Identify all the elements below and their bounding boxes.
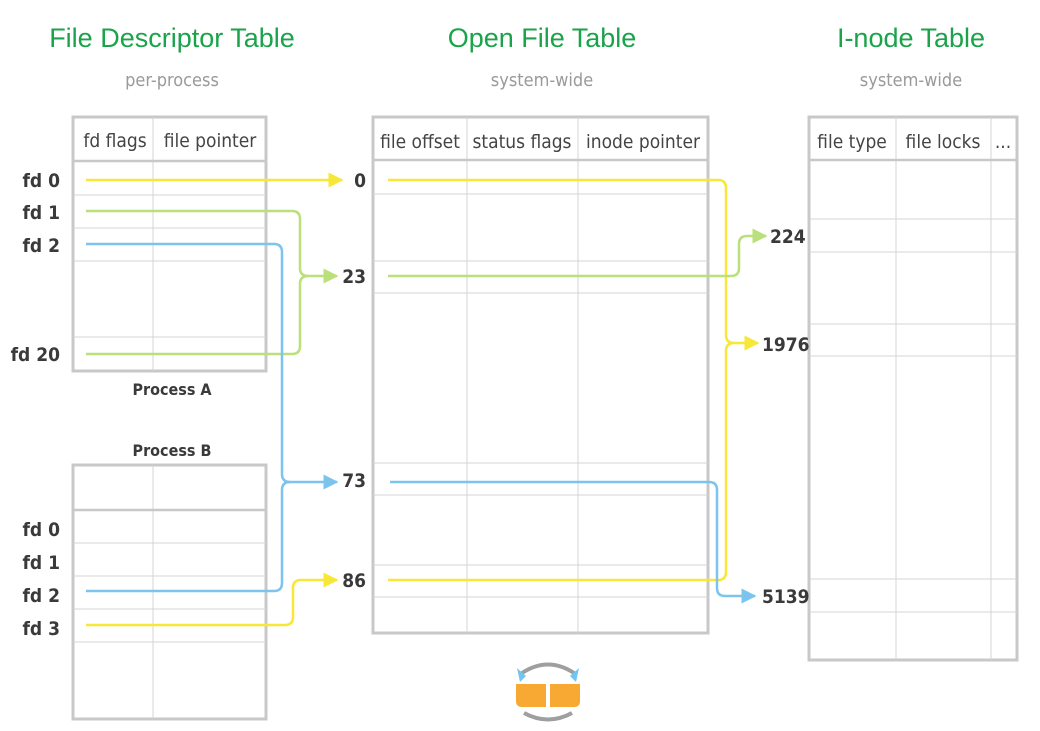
arrow-73-to-5139 (390, 480, 757, 604)
open-file-table-title: Open File Table (448, 23, 637, 53)
open-file-col-file-offset: file offset (380, 131, 460, 153)
inode-col-file-locks: file locks (906, 131, 981, 153)
process-a-fd-label: fd 2 (22, 235, 60, 257)
inode-col-more: ... (995, 131, 1011, 153)
fd-table-title: File Descriptor Table (49, 23, 295, 53)
arrow-86-to-1976 (388, 341, 735, 582)
inode-entry-label: 224 (770, 226, 806, 248)
open-file-entry-label: 23 (342, 266, 366, 288)
process-b-fd-label: fd 3 (22, 618, 60, 640)
open-file-entry-label: 73 (342, 470, 366, 492)
arrow-a-fd20-to-23 (86, 274, 309, 356)
fbi-logo-icon (516, 662, 580, 722)
open-file-entry-label: 0 (354, 170, 366, 192)
process-a-col-file-pointer: file pointer (164, 130, 258, 152)
process-a-col-fd-flags: fd flags (83, 130, 146, 152)
open-file-table: file offset status flags inode pointer (371, 115, 710, 635)
process-a-fd-label: fd 0 (22, 170, 60, 192)
inode-table: file type file locks ... (807, 115, 1019, 662)
process-b-fd-label: fd 0 (22, 519, 60, 541)
process-b-label: Process B (133, 441, 212, 460)
fd-table-subtitle: per-process (125, 70, 219, 91)
open-file-table-subtitle: system-wide (491, 70, 593, 91)
process-a-fd-label: fd 1 (22, 202, 60, 224)
process-b-fd-label: fd 2 (22, 585, 60, 607)
inode-col-file-type: file type (817, 131, 887, 153)
open-file-col-status-flags: status flags (473, 131, 572, 153)
arrow-b-fd2-to-73 (86, 480, 291, 593)
inode-table-subtitle: system-wide (860, 70, 962, 91)
process-b-fd-label: fd 1 (22, 552, 60, 574)
open-file-entry-label: 86 (342, 570, 366, 592)
process-a-fd-label: fd 20 (11, 344, 61, 366)
arrow-b-fd3-to-86 (86, 572, 339, 627)
inode-entry-label: 1976 (762, 334, 810, 356)
connection-arrows (86, 172, 768, 627)
arrow-23-to-224 (388, 228, 768, 278)
process-a-label: Process A (132, 380, 212, 399)
inode-entry-label: 5139 (762, 586, 810, 608)
open-file-col-inode-pointer: inode pointer (586, 131, 701, 153)
inode-table-title: I-node Table (837, 23, 985, 53)
